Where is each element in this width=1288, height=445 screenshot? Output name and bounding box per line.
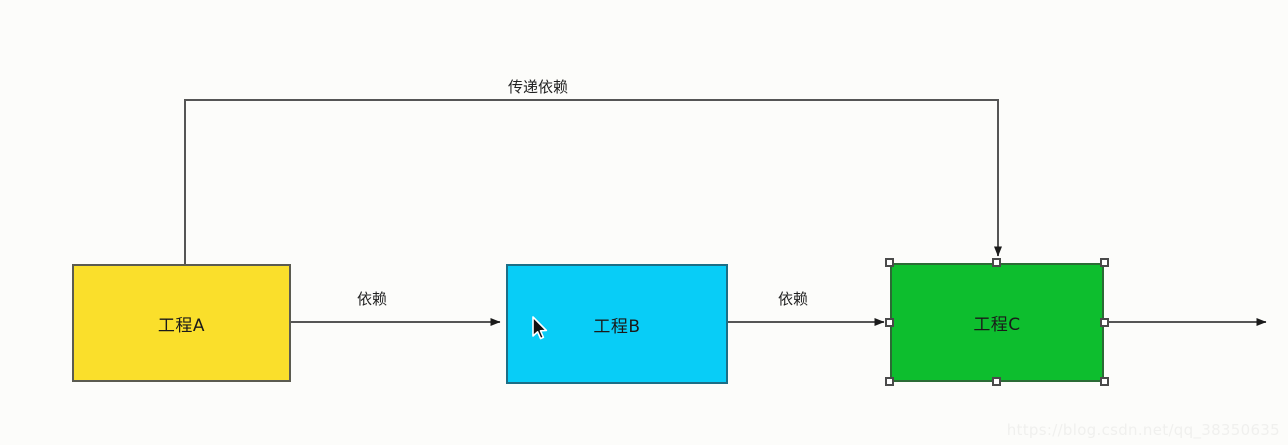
selection-handle-middle-left[interactable] [885, 318, 894, 327]
edge-label-dependency-a-b: 依赖 [357, 290, 388, 308]
edge-label-dependency-b-c: 依赖 [778, 290, 809, 308]
node-project-c[interactable]: 工程C [890, 263, 1104, 382]
selection-handle-top-center[interactable] [992, 258, 1001, 267]
selection-handle-bottom-center[interactable] [992, 377, 1001, 386]
node-project-b-label: 工程B [593, 316, 641, 337]
watermark-text: https://blog.csdn.net/qq_38350635 [1006, 421, 1280, 439]
selection-handle-bottom-left[interactable] [885, 377, 894, 386]
edge-label-transitive-dependency: 传递依赖 [508, 78, 569, 96]
selection-handle-bottom-right[interactable] [1100, 377, 1109, 386]
selection-handle-middle-right[interactable] [1100, 318, 1109, 327]
node-project-a-label: 工程A [157, 315, 206, 336]
node-project-b[interactable]: 工程B [506, 264, 728, 384]
selection-handle-top-right[interactable] [1100, 258, 1109, 267]
node-project-a[interactable]: 工程A [72, 264, 291, 382]
selection-handle-top-left[interactable] [885, 258, 894, 267]
edge-transitive-dependency-line [184, 99, 1002, 264]
node-project-c-label: 工程C [973, 315, 1021, 335]
